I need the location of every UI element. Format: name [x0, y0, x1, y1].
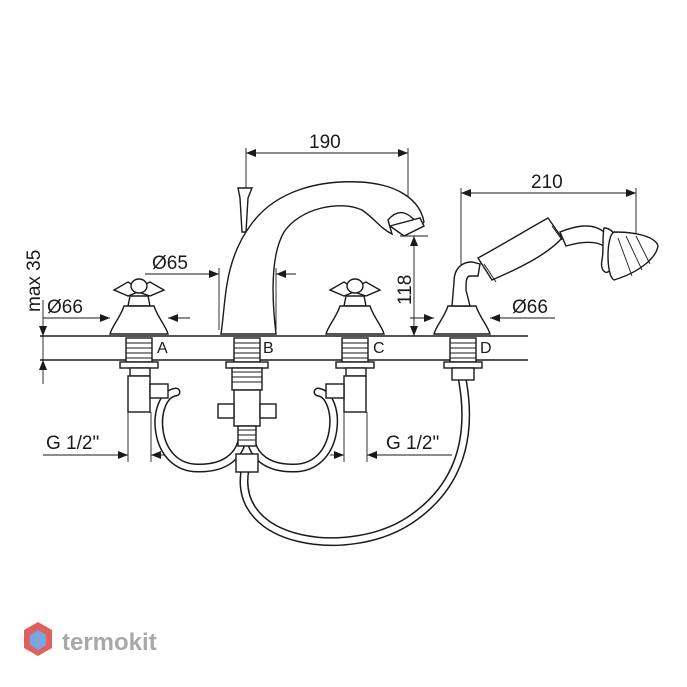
hoses	[154, 373, 471, 547]
right-connection-dimension: G 1/2"	[330, 412, 452, 462]
termokit-watermark: termokit	[24, 622, 157, 656]
left-handle-diameter-label: Ø66	[47, 297, 83, 318]
point-d-label: D	[480, 340, 492, 357]
brand-name: termokit	[62, 629, 157, 656]
point-b-label: B	[263, 340, 274, 357]
left-connection-dimension: G 1/2"	[43, 412, 166, 462]
right-handle-diameter-label: Ø66	[512, 297, 548, 318]
spout-b: B	[217, 181, 425, 473]
right-handle-diameter-dimension: Ø66	[410, 297, 555, 322]
deck-thickness-label: max 35	[24, 250, 45, 312]
point-c-label: C	[373, 340, 385, 357]
left-connection-label: G 1/2"	[46, 433, 99, 454]
spout-reach-label: 190	[309, 132, 341, 153]
valve-a: A	[109, 278, 169, 413]
point-a-label: A	[157, 340, 168, 357]
valve-c: C	[325, 278, 385, 413]
handshower-reach-label: 210	[531, 172, 563, 193]
base-diameter-label: Ø65	[152, 253, 188, 274]
spout-height-label: 118	[395, 275, 416, 305]
right-connection-label: G 1/2"	[386, 433, 439, 454]
termokit-logo	[24, 622, 52, 656]
base-diameter-dimension: Ø65	[145, 253, 296, 330]
deck-thickness-dimension: max 35	[24, 250, 47, 384]
left-handle-diameter-dimension: Ø66	[43, 297, 190, 322]
spout-height-dimension: 118	[395, 235, 428, 336]
handshower-d: D	[433, 217, 659, 381]
deck	[40, 335, 528, 361]
